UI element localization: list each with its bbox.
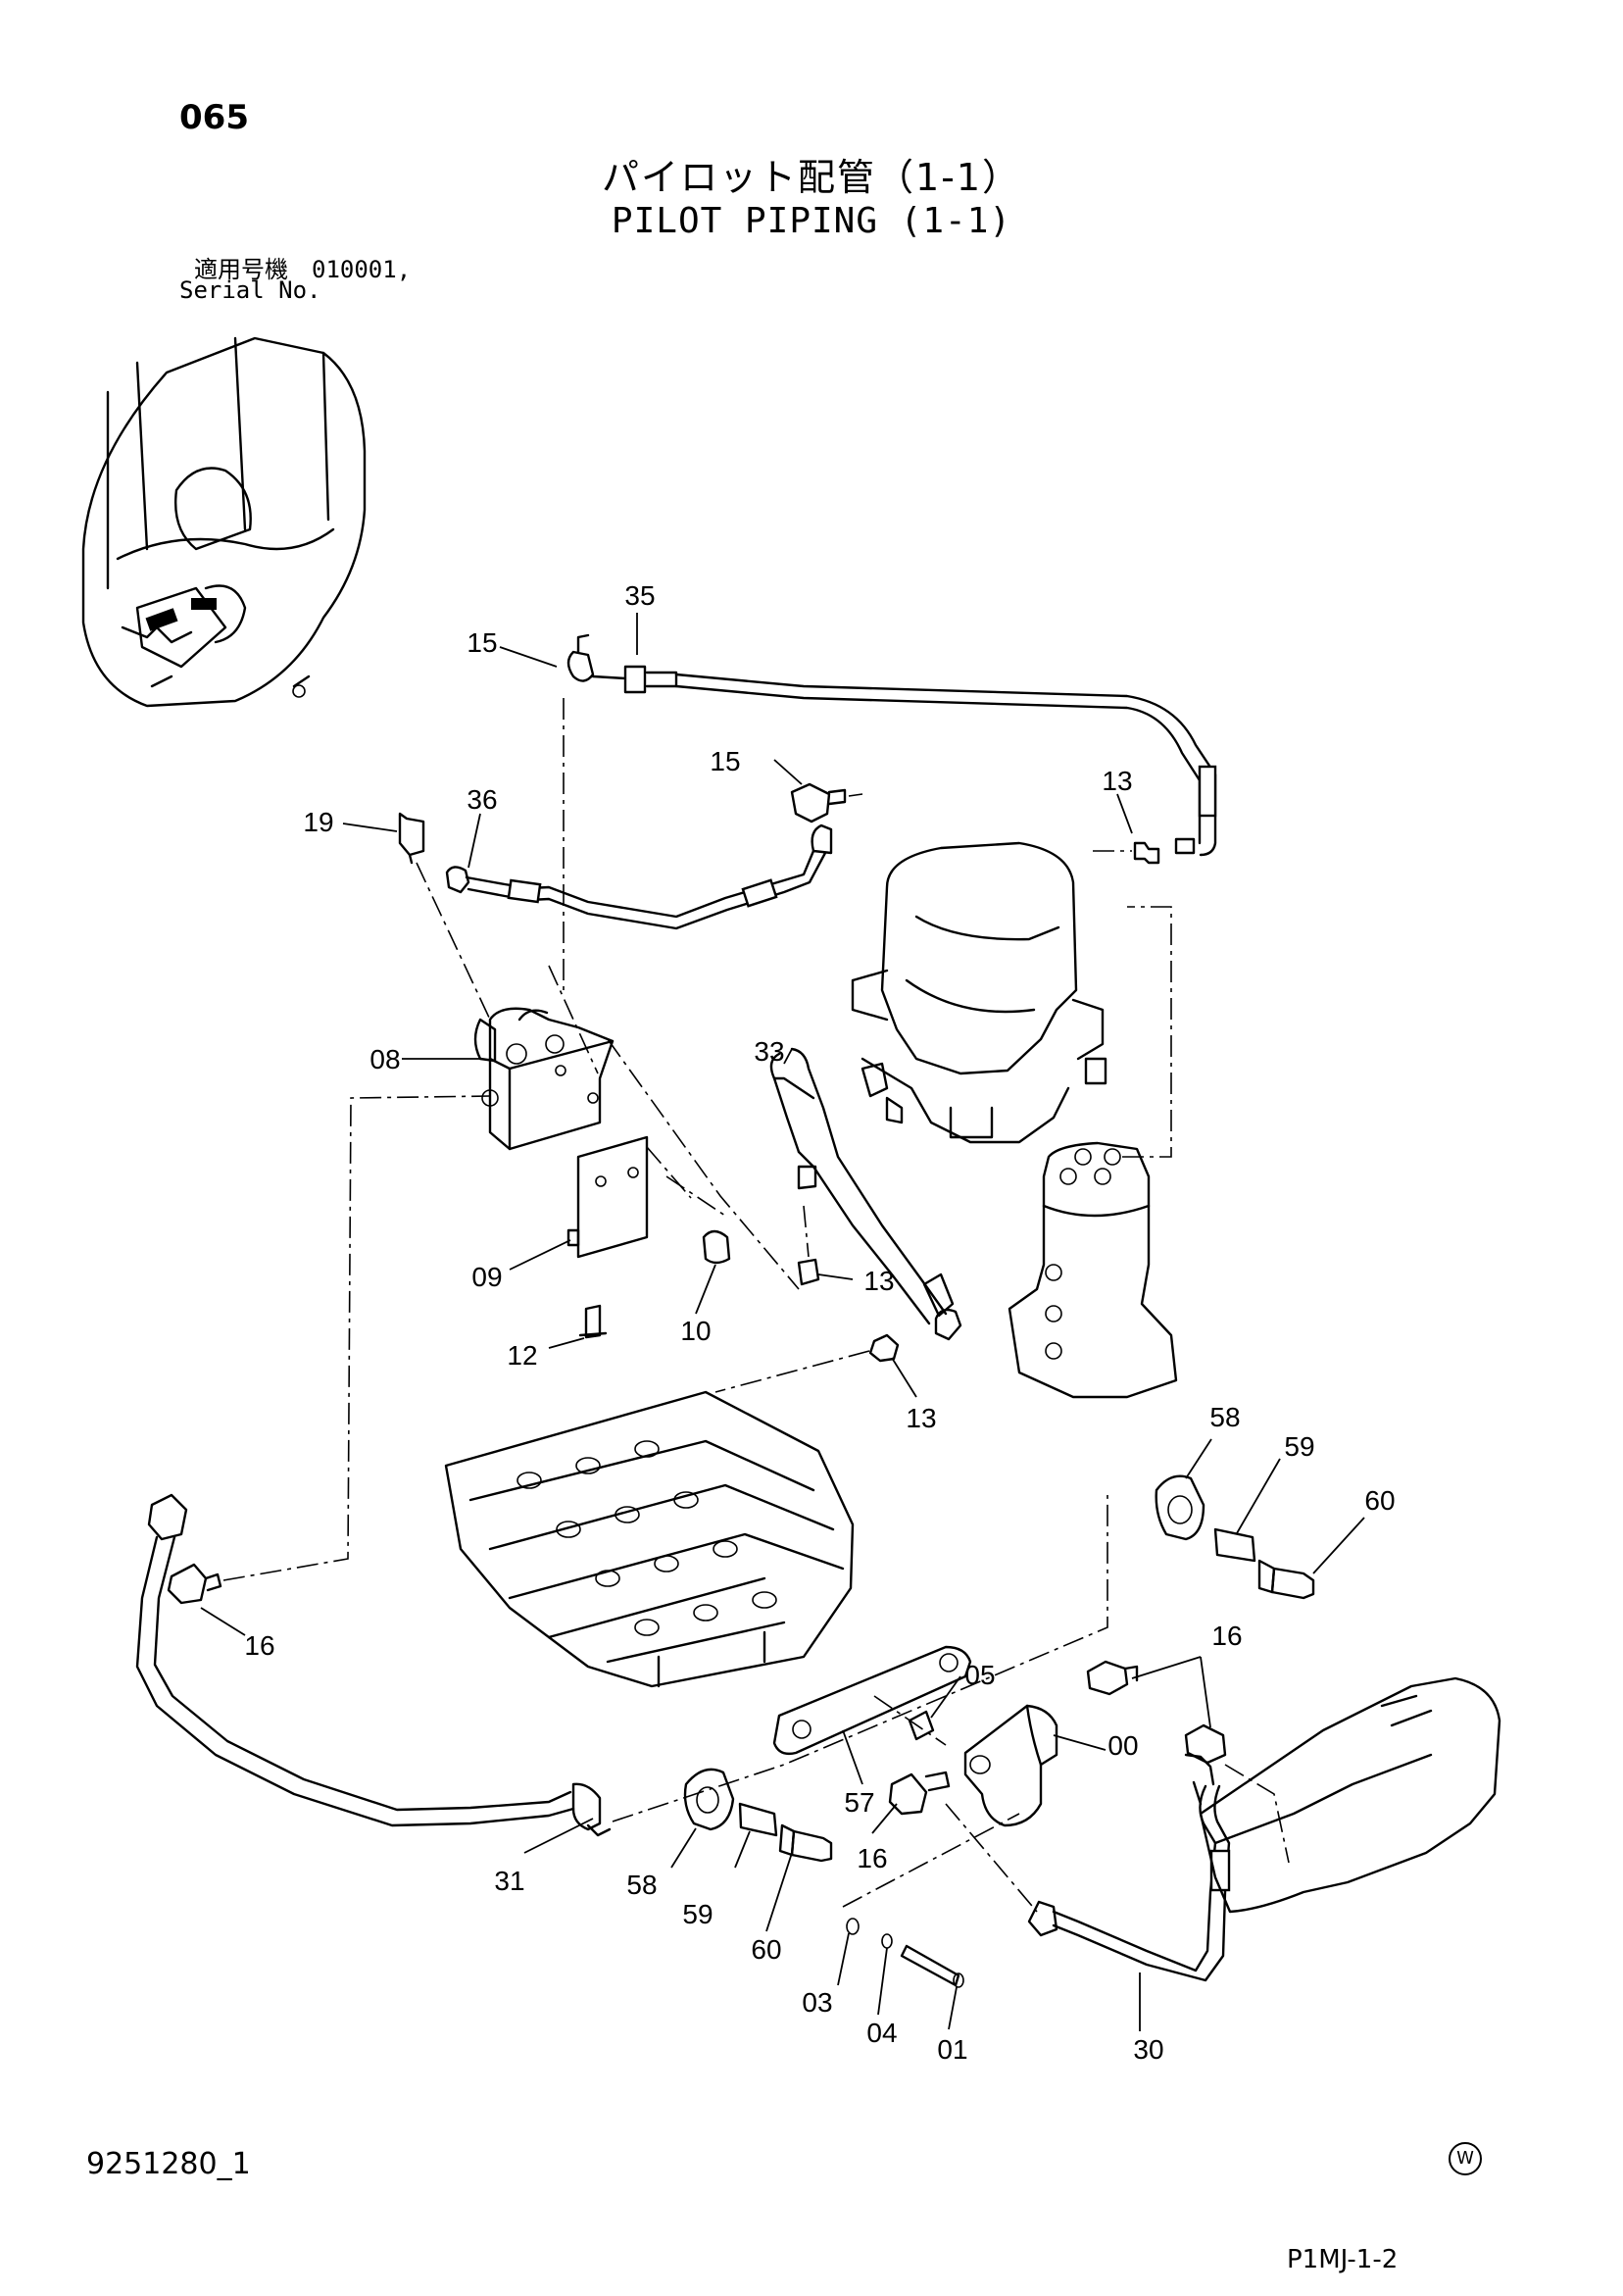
callout-13-middle: 13 xyxy=(863,1266,894,1296)
title-english: PILOT PIPING (1-1) xyxy=(611,201,1012,241)
callout-35: 35 xyxy=(624,580,655,611)
fitting-16-left xyxy=(888,1771,951,1816)
sleeve-59-left xyxy=(738,1802,778,1837)
pilot-valve-block-08 xyxy=(473,1007,615,1151)
callout-01: 01 xyxy=(937,2034,967,2065)
pilot-hose-35 xyxy=(563,633,1217,990)
plate-09 xyxy=(566,1135,649,1259)
mount-bushing-58-left xyxy=(683,1768,735,1831)
washer-03 xyxy=(846,1918,860,1935)
sheet-code: P1MJ-1-2 xyxy=(1287,2245,1399,2274)
pilot-hose-31 xyxy=(135,1095,1108,1837)
center-joint xyxy=(1008,906,1178,1399)
callout-59-right: 59 xyxy=(1284,1431,1314,1462)
callout-03: 03 xyxy=(802,1987,832,2018)
callout-15-middle: 15 xyxy=(710,746,740,776)
document-number: 9251280_1 xyxy=(86,2147,251,2181)
callout-numbers: 35 15 15 13 19 36 08 33 09 10 13 12 13 5… xyxy=(244,580,1395,2065)
center-line-pin xyxy=(842,1813,1020,1908)
plug-10 xyxy=(646,1146,731,1265)
bolt-60-left xyxy=(778,1823,833,1863)
callout-58-left: 58 xyxy=(626,1870,657,1900)
sleeve-59-right xyxy=(1213,1527,1256,1563)
callout-00: 00 xyxy=(1107,1730,1138,1761)
callout-60-right: 60 xyxy=(1364,1485,1395,1516)
title-japanese: パイロット配管（1-1） xyxy=(601,156,1022,199)
sleeve-05 xyxy=(908,1710,935,1741)
callout-31: 31 xyxy=(494,1866,524,1896)
callout-13-upper: 13 xyxy=(1102,766,1132,796)
callout-16-right: 16 xyxy=(1211,1621,1242,1651)
machine-overview-illustration xyxy=(81,336,367,708)
page-number: 065 xyxy=(179,98,249,137)
callout-60-left: 60 xyxy=(751,1934,781,1965)
callout-leaders xyxy=(200,613,1365,2031)
callout-10: 10 xyxy=(680,1316,711,1346)
pilot-hose-36 xyxy=(398,782,863,930)
callout-05: 05 xyxy=(964,1660,995,1690)
fitting-13-lower xyxy=(714,1333,900,1393)
callout-12: 12 xyxy=(507,1340,537,1371)
center-line-08-to-10 xyxy=(548,965,726,1217)
center-line-19-to-08 xyxy=(416,862,491,1021)
callout-16-left: 16 xyxy=(244,1630,274,1661)
pilot-hose-30 xyxy=(945,1753,1231,1982)
center-line-08-to-13 xyxy=(607,1038,800,1290)
callout-33: 33 xyxy=(754,1036,784,1067)
callout-58-right: 58 xyxy=(1209,1402,1240,1432)
fitting-16-upper xyxy=(1086,1660,1139,1696)
callout-59-left: 59 xyxy=(682,1899,713,1929)
serial-label-english: Serial No. xyxy=(179,276,321,304)
callout-04: 04 xyxy=(866,2018,897,2048)
callout-57: 57 xyxy=(844,1787,874,1818)
callout-15-upper: 15 xyxy=(467,627,497,658)
washer-04 xyxy=(881,1933,893,1949)
callout-13-lower: 13 xyxy=(906,1403,936,1433)
control-valve xyxy=(444,1390,855,1688)
pilot-filter-00 xyxy=(963,1704,1058,1827)
pin-01 xyxy=(900,1944,964,1988)
pilot-control-valve-right xyxy=(1199,1676,1501,1914)
pilot-hose-33 xyxy=(769,1047,962,1341)
callout-30: 30 xyxy=(1133,2034,1163,2065)
watermark-circle-w: W xyxy=(1449,2142,1482,2175)
bolt-12 xyxy=(578,1304,608,1339)
callout-36: 36 xyxy=(467,784,497,815)
swing-motor xyxy=(851,841,1107,1144)
fitting-13-upper xyxy=(1093,841,1160,865)
fitting-16-right xyxy=(1184,1723,1227,1765)
callout-08: 08 xyxy=(369,1044,400,1074)
bolt-60-right xyxy=(1257,1559,1315,1600)
callout-16-center: 16 xyxy=(857,1843,887,1873)
mount-bushing-58-right xyxy=(1155,1474,1205,1541)
callout-09: 09 xyxy=(471,1262,502,1292)
bracket-57 xyxy=(772,1645,972,1756)
callout-19: 19 xyxy=(303,807,333,837)
serial-label-japanese: 適用号機 010001, xyxy=(194,256,412,283)
